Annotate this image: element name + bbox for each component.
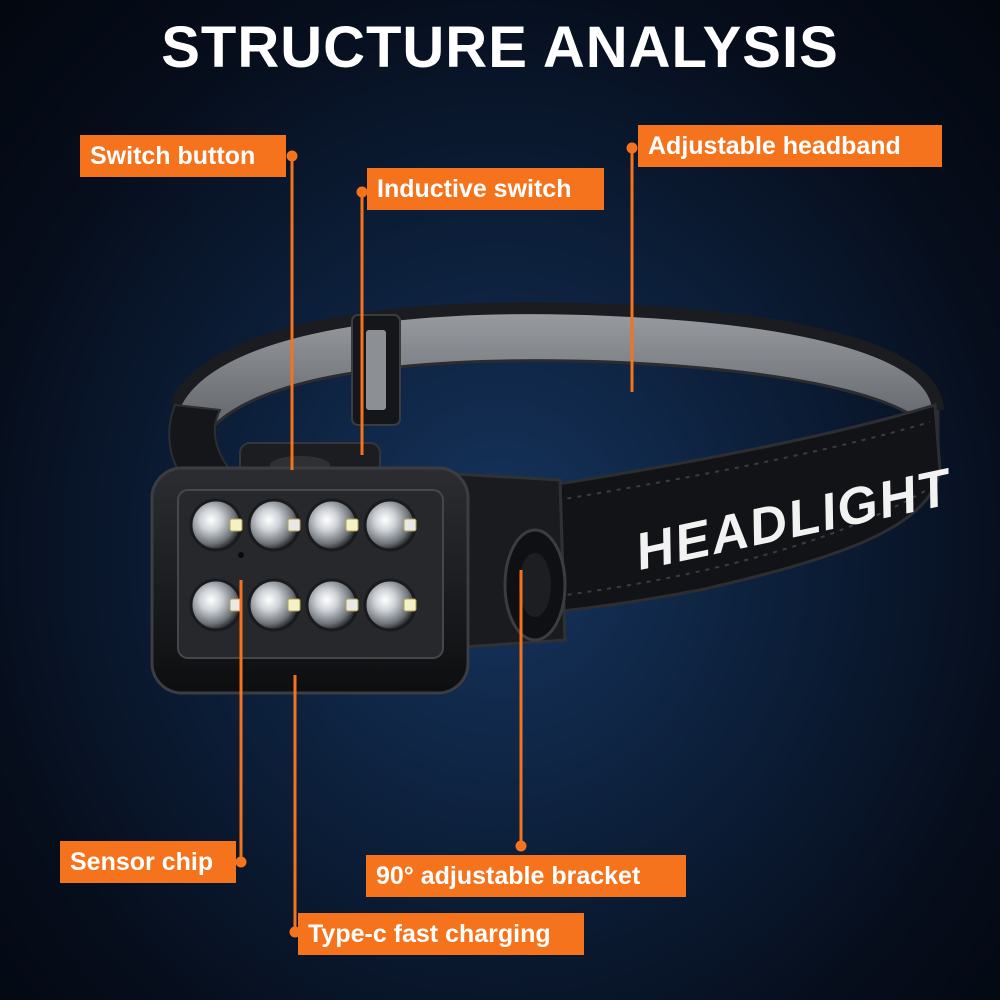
led-chip xyxy=(287,518,301,532)
led-chip xyxy=(229,598,243,612)
led-chip xyxy=(287,598,301,612)
sensor-chip-dot xyxy=(238,552,244,558)
label-type-c-charging: Type-c fast charging xyxy=(298,913,584,955)
label-switch-button: Switch button xyxy=(80,135,286,177)
label-adjustable-headband: Adjustable headband xyxy=(638,125,942,167)
lamp-body xyxy=(150,442,470,695)
led-chip xyxy=(403,518,417,532)
label-inductive-switch: Inductive switch xyxy=(367,168,604,210)
led-chip xyxy=(345,518,359,532)
page-title: STRUCTURE ANALYSIS xyxy=(161,15,839,80)
label-adjustable-bracket: 90° adjustable bracket xyxy=(366,855,686,897)
label-sensor-chip: Sensor chip xyxy=(60,841,236,883)
led-chip xyxy=(229,518,243,532)
led-array xyxy=(189,498,417,632)
led-chip xyxy=(403,598,417,612)
headband-back xyxy=(169,302,944,449)
headband-front: HEADLIGHT xyxy=(518,403,959,617)
led-chip xyxy=(345,598,359,612)
